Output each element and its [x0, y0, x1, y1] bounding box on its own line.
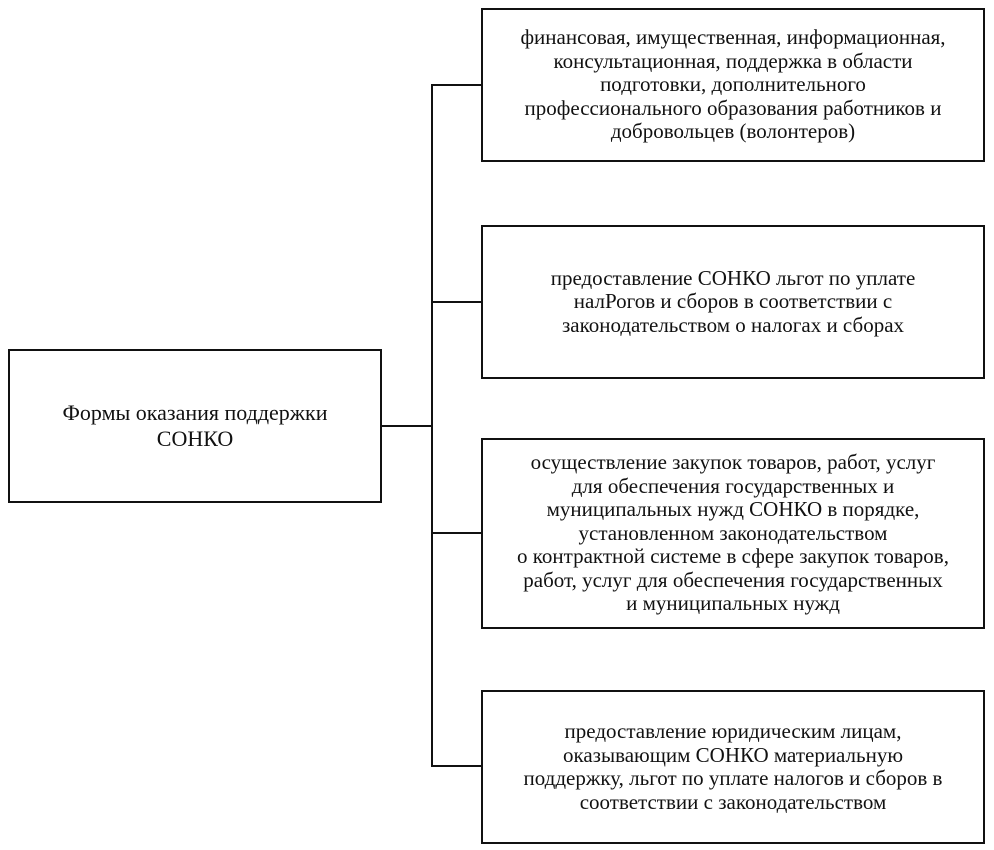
support-form-box-2: предоставление СОНКО льгот по уплате нал… — [481, 225, 985, 379]
support-form-box-4: предоставление юридическим лицам, оказыв… — [481, 690, 985, 844]
box-line: работ, услуг для обеспечения государстве… — [523, 567, 943, 592]
support-form-box-1: финансовая, имущественная, информационна… — [481, 8, 985, 162]
root-line: Формы оказания поддержки — [62, 400, 328, 425]
box-line: поддержку, льгот по уплате налогов и сбо… — [523, 766, 943, 790]
branch-connector-3 — [431, 532, 482, 534]
branch-connector-4 — [431, 765, 482, 767]
box-line: предоставление СОНКО льгот по уплате — [550, 265, 916, 290]
branch-connector-2 — [431, 301, 482, 303]
box-line: установленном законодательством — [578, 520, 888, 545]
box-line: налРогов и сборов в соответствии с — [573, 289, 893, 314]
box-line: добровольцев (волонтеров) — [610, 119, 856, 144]
box-line: профессионального образования работников… — [524, 95, 942, 120]
box-line: предоставление юридическим лицам, — [564, 719, 902, 743]
box-line: соответствии с законодательством — [579, 789, 887, 814]
box-line: оказывающим СОНКО материальную — [562, 742, 904, 767]
box-line: осуществление закупок товаров, работ, ус… — [530, 450, 936, 475]
support-form-box-3: осуществление закупок товаров, работ, ус… — [481, 438, 985, 629]
box-line: для обеспечения государственных и — [571, 473, 895, 498]
root-connector — [381, 425, 433, 427]
root-node-box: Формы оказания поддержки СОНКО — [8, 349, 382, 503]
box-line: законодательством о налогах и сборах — [561, 312, 905, 337]
root-line: СОНКО — [156, 426, 234, 451]
trunk-connector — [431, 84, 433, 767]
box-line: консультационная, поддержка в области — [553, 48, 913, 73]
box-line: подготовки, дополнительного — [600, 72, 866, 97]
box-line: муниципальных нужд СОНКО в порядке, — [546, 497, 920, 522]
box-line: о контрактной системе в сфере закупок то… — [517, 544, 949, 569]
branch-connector-1 — [431, 84, 482, 86]
box-line: финансовая, имущественная, информационна… — [520, 25, 946, 50]
box-line: и муниципальных нужд — [626, 591, 840, 616]
